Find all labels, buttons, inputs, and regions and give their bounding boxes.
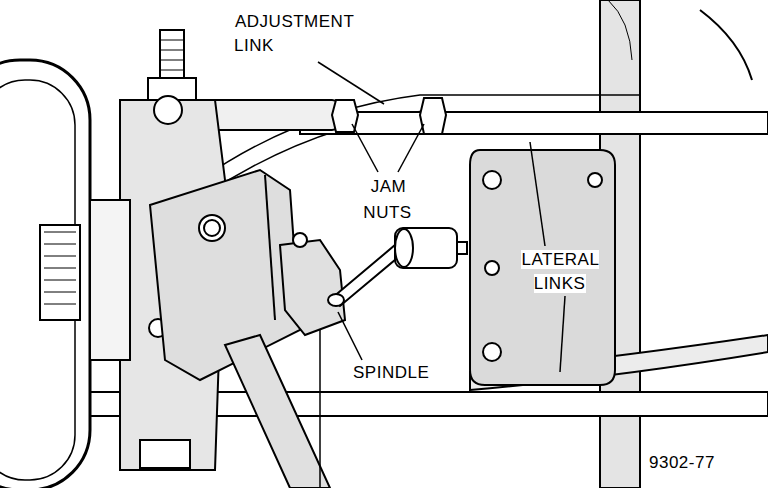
label-text: ADJUSTMENT LINK (234, 12, 354, 55)
part-label: LATERAL LINKS (500, 248, 620, 296)
label-text: JAM NUTS (363, 177, 412, 222)
label-text: LATERAL LINKS (521, 250, 600, 293)
part-label: SPINDLE (352, 362, 452, 384)
part-label: JAM NUTS (348, 174, 428, 226)
label-text: 9302-77 (648, 453, 716, 472)
figure-number: 9302-77 (648, 452, 748, 474)
label-text: SPINDLE (352, 363, 430, 382)
part-label: ADJUSTMENT LINK (234, 10, 374, 58)
